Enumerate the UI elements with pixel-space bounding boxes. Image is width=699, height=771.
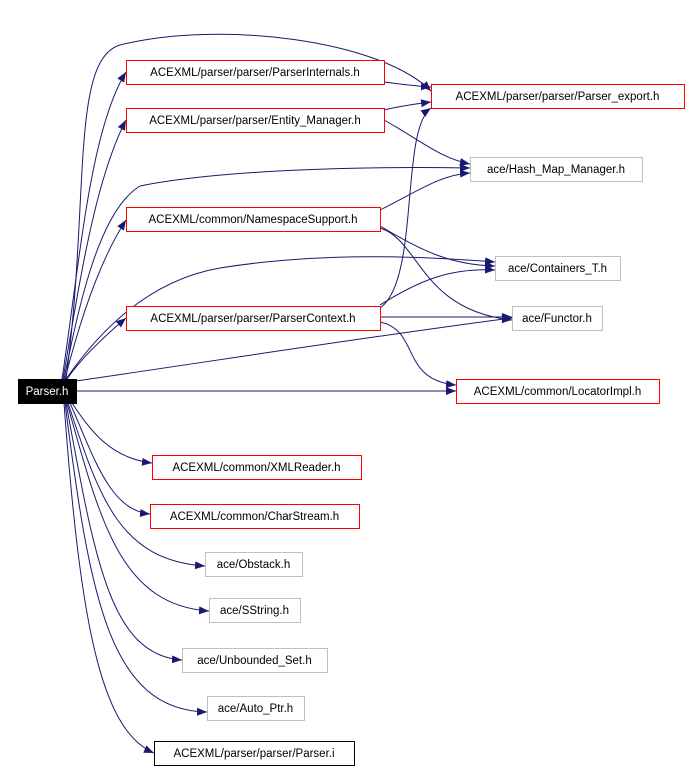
edge-entity-manager-h-to-hash-map-manager-h: [383, 119, 471, 166]
edge-parser-h-to-containers-t-h: [65, 256, 496, 380]
edge-parser-h-to-auto-ptr-h: [64, 402, 208, 716]
node-label: ace/Auto_Ptr.h: [218, 703, 293, 715]
node-box: [126, 60, 385, 85]
edge-parser-h-to-functor-h: [75, 315, 513, 382]
node-box: [207, 696, 305, 721]
node-label: ACEXML/parser/parser/Parser_export.h: [456, 91, 660, 103]
node-parser-context-h[interactable]: ACEXML/parser/parser/ParserContext.h: [126, 306, 381, 331]
node-box: [431, 84, 685, 109]
edge-namespace-support-h-to-containers-t-h: [379, 225, 496, 270]
node-box: [209, 598, 301, 623]
node-box: [512, 306, 603, 331]
node-locator-impl-h[interactable]: ACEXML/common/LocatorImpl.h: [456, 379, 660, 404]
node-parser-internals-h[interactable]: ACEXML/parser/parser/ParserInternals.h: [126, 60, 385, 85]
node-label: ACEXML/parser/parser/ParserInternals.h: [150, 67, 360, 79]
edge-parser-h-to-hash-map-manager-h: [63, 163, 471, 380]
node-label: ACEXML/parser/parser/Entity_Manager.h: [149, 115, 361, 127]
node-label: ACEXML/common/LocatorImpl.h: [474, 386, 641, 398]
node-label: ace/Functor.h: [522, 313, 592, 325]
edge-parser-h-to-namespace-support-h: [64, 219, 127, 380]
node-sstring-h[interactable]: ace/SString.h: [209, 598, 301, 623]
node-label: ace/SString.h: [220, 605, 289, 617]
edge-parser-context-h-to-locator-impl-h: [379, 321, 457, 389]
node-label: ace/Hash_Map_Manager.h: [487, 164, 625, 176]
edge-parser-internals-h-to-parser-export-h: [383, 81, 432, 91]
node-box: [495, 256, 621, 281]
node-label: ace/Unbounded_Set.h: [197, 655, 311, 667]
node-box: [205, 552, 303, 577]
edge-parser-h-to-parser-internals-h: [61, 71, 127, 380]
node-label: ACEXML/common/XMLReader.h: [172, 462, 340, 474]
node-namespace-support-h[interactable]: ACEXML/common/NamespaceSupport.h: [126, 207, 381, 232]
node-box: [456, 379, 660, 404]
edge-parser-h-to-entity-manager-h: [62, 119, 127, 380]
node-box: [18, 379, 77, 404]
node-label: ace/Obstack.h: [217, 559, 291, 571]
node-functor-h[interactable]: ace/Functor.h: [512, 306, 603, 331]
node-obstack-h[interactable]: ace/Obstack.h: [205, 552, 303, 577]
node-parser-export-h[interactable]: ACEXML/parser/parser/Parser_export.h: [431, 84, 685, 109]
edge-parser-h-to-parser-export-h: [65, 33, 432, 380]
node-hash-map-manager-h[interactable]: ace/Hash_Map_Manager.h: [470, 157, 643, 182]
node-label: ACEXML/common/NamespaceSupport.h: [148, 214, 357, 226]
edge-parser-h-to-char-stream-h: [69, 402, 151, 517]
edge-parser-h-to-unbounded-set-h: [65, 402, 183, 664]
edge-entity-manager-h-to-parser-export-h: [383, 99, 432, 111]
edge-parser-context-h-to-parser-export-h: [379, 107, 432, 309]
node-label: Parser.h: [26, 386, 69, 398]
node-xml-reader-h[interactable]: ACEXML/common/XMLReader.h: [152, 455, 362, 480]
node-label: ace/Containers_T.h: [508, 263, 607, 275]
edge-parser-h-to-parser-i: [63, 402, 155, 754]
node-char-stream-h[interactable]: ACEXML/common/CharStream.h: [150, 504, 360, 529]
node-box: [152, 455, 362, 480]
edge-namespace-support-h-to-functor-h: [379, 227, 513, 323]
nodes-layer: Parser.h ACEXML/parser/parser/ParserInter…: [18, 60, 685, 766]
edges-layer: [61, 33, 513, 754]
node-containers-t-h[interactable]: ace/Containers_T.h: [495, 256, 621, 281]
node-box: [154, 741, 355, 766]
node-box: [126, 207, 381, 232]
node-parser-h[interactable]: Parser.h: [18, 379, 77, 404]
node-box: [126, 108, 385, 133]
node-parser-i[interactable]: ACEXML/parser/parser/Parser.i: [154, 741, 355, 766]
node-label: ACEXML/common/CharStream.h: [170, 511, 339, 523]
node-label: ACEXML/parser/parser/ParserContext.h: [150, 313, 355, 325]
edge-parser-h-to-obstack-h: [67, 402, 206, 570]
node-box: [182, 648, 328, 673]
node-box: [126, 306, 381, 331]
edge-parser-context-h-to-containers-t-h: [379, 265, 496, 306]
edge-namespace-support-h-to-hash-map-manager-h: [379, 169, 471, 211]
node-box: [470, 157, 643, 182]
node-auto-ptr-h[interactable]: ace/Auto_Ptr.h: [207, 696, 305, 721]
edge-parser-h-to-xml-reader-h: [71, 402, 153, 466]
edge-parser-h-to-sstring-h: [66, 402, 210, 615]
node-entity-manager-h[interactable]: ACEXML/parser/parser/Entity_Manager.h: [126, 108, 385, 133]
node-unbounded-set-h[interactable]: ace/Unbounded_Set.h: [182, 648, 328, 673]
node-box: [150, 504, 360, 529]
edge-parser-h-to-parser-context-h: [66, 317, 127, 380]
node-label: ACEXML/parser/parser/Parser.i: [173, 748, 334, 760]
